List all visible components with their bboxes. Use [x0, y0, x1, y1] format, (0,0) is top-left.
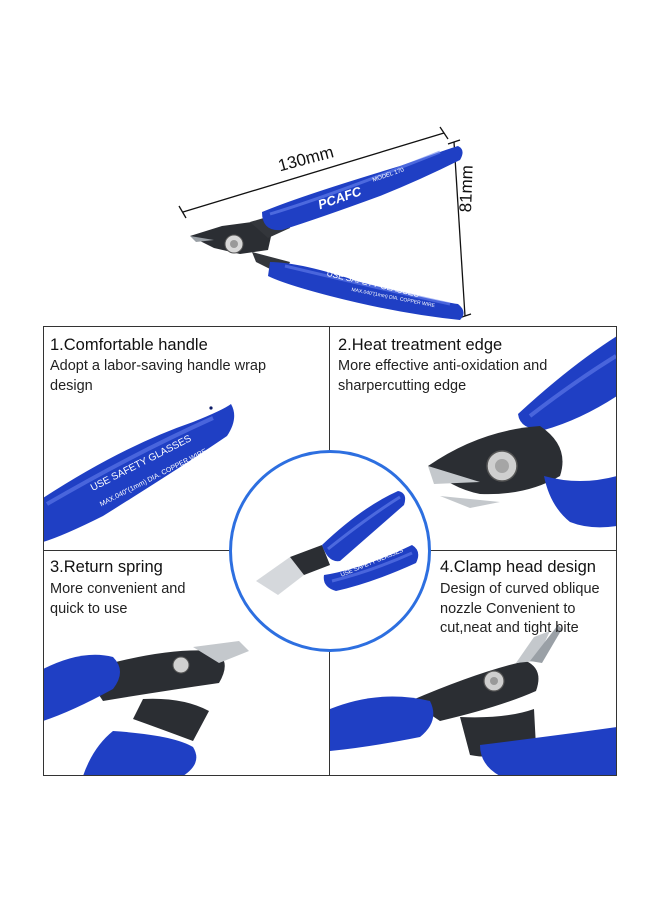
feature-title-4: 4.Clamp head design [440, 558, 596, 576]
feature-title-3: 3.Return spring [50, 558, 163, 576]
feature-grid: 1.Comfortable handle Adopt a labor-savin… [43, 326, 617, 776]
feature-title-2: 2.Heat treatment edge [338, 336, 503, 354]
feature-panel-handle: 1.Comfortable handle Adopt a labor-savin… [43, 326, 329, 550]
length-dimension-line [178, 126, 449, 219]
grid-border-top [43, 326, 617, 327]
handle-closeup-image [43, 404, 235, 542]
center-pliers-image [256, 491, 419, 595]
hero-pliers-image [178, 126, 472, 320]
grid-border-left [43, 326, 44, 776]
feature-panel-clamp: 4.Clamp head design Design of curved obl… [330, 551, 617, 776]
edge-closeup-image [428, 336, 617, 528]
height-dimension-label: 81mm [456, 164, 477, 213]
spring-closeup-image [43, 641, 249, 776]
grid-border-bottom [43, 775, 617, 776]
center-circle: PCAFC USE SAFETY GLASSES [229, 450, 431, 652]
feature-desc-1: Adopt a labor-saving handle wrap design [50, 358, 267, 394]
feature-desc-4: Design of curved oblique nozzle Convenie… [440, 581, 600, 636]
grid-border-right [616, 326, 617, 776]
feature-desc-2: More effective anti-oxidation and sharpe… [338, 358, 548, 394]
clamp-closeup-image [330, 625, 617, 776]
hero-section: 130mm 81mm PCAFC MODEL 170 USE SAFETY GL… [0, 0, 660, 325]
feature-title-1: 1.Comfortable handle [50, 336, 208, 354]
feature-desc-3: More convenient and quick to use [50, 581, 186, 617]
